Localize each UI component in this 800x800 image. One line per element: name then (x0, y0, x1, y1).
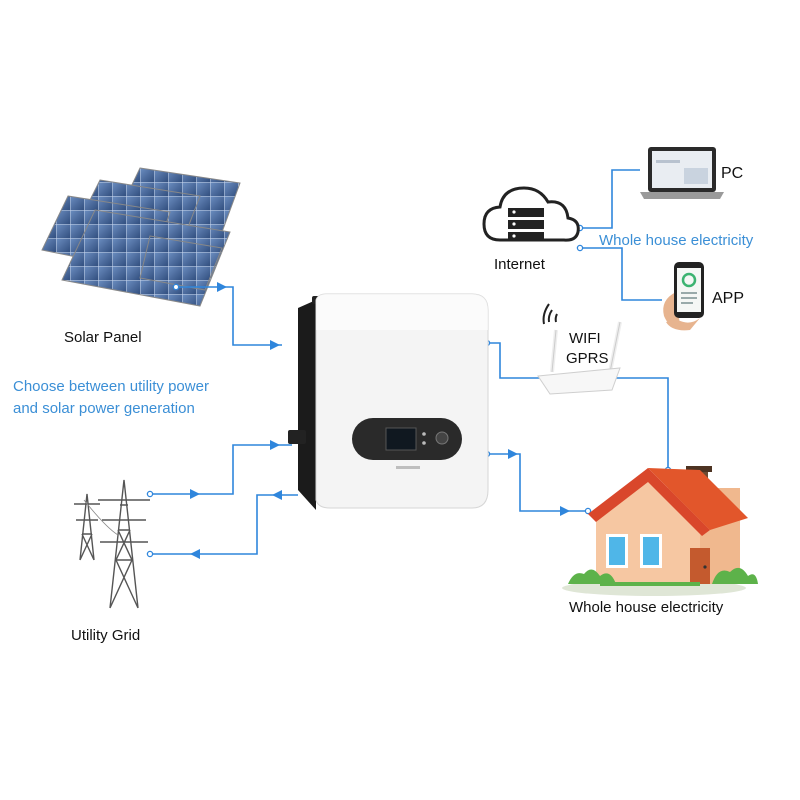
solar-panel-label: Solar Panel (64, 329, 142, 346)
whole-house-electricity-label: Whole house electricity (569, 599, 724, 616)
cloud-server-icon (482, 186, 580, 242)
inverter-to-grid-line (150, 494, 298, 555)
arrow-grid-2 (270, 440, 280, 450)
inverter-to-house-line (487, 453, 588, 512)
wifi-router-icon (537, 303, 622, 395)
arrow-solar-1 (217, 282, 227, 292)
arrow-solar-2 (270, 340, 280, 350)
arrow-return-2 (190, 549, 200, 559)
line-arrows (190, 282, 570, 559)
solar-to-inverter-line (176, 286, 282, 346)
house-icon (562, 466, 758, 596)
laptop-icon (640, 147, 724, 199)
choose-power-note-line2: and solar power generation (13, 400, 195, 417)
inverter-to-router-line (487, 342, 540, 379)
solar-panel-icon (41, 167, 241, 307)
internet-to-app-line (580, 247, 662, 301)
grid-to-inverter-line (150, 444, 292, 495)
arrow-grid-1 (190, 489, 200, 499)
internet-label: Internet (494, 256, 545, 273)
arrow-return-1 (272, 490, 282, 500)
arrow-house-2 (560, 506, 570, 516)
choose-power-note-line1: Choose between utility power (13, 378, 209, 395)
whole-house-electricity-top-label: Whole house electricity (599, 232, 754, 249)
gprs-label: GPRS (566, 350, 609, 367)
pc-label: PC (721, 165, 744, 182)
internet-to-pc-line (580, 169, 640, 229)
smartphone-icon (663, 262, 704, 331)
utility-grid-label: Utility Grid (71, 627, 141, 644)
arrow-house-1 (508, 449, 518, 459)
app-label: APP (712, 290, 745, 307)
utility-tower-icon (74, 479, 150, 609)
inverter-device-icon (288, 293, 489, 510)
router-to-house-line (612, 377, 669, 470)
wifi-label: WIFI (569, 330, 601, 347)
